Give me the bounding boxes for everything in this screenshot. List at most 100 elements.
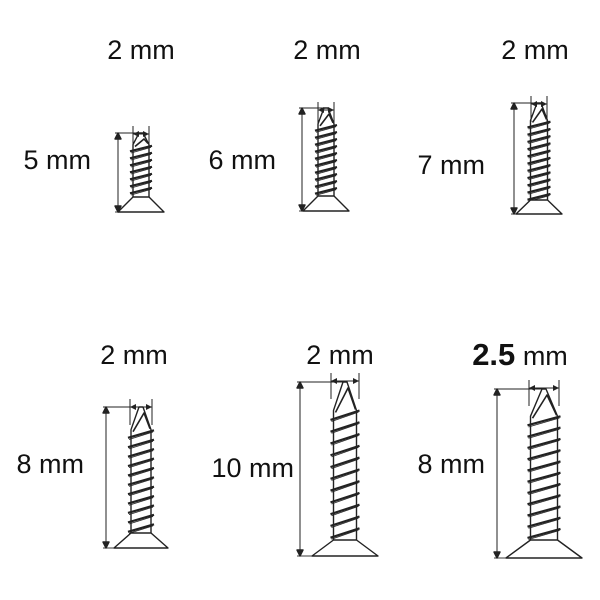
screw-3-thread-edge	[528, 166, 550, 173]
screw-6-thread	[527, 449, 561, 461]
screw-5-shank	[332, 381, 358, 540]
screw-6-thread	[527, 494, 561, 506]
screw-6-diameter-arrow-left	[529, 385, 535, 391]
screw-3-thread-edge	[528, 180, 550, 188]
screw-3-tip-thread	[531, 108, 548, 123]
screw-2-thread	[314, 131, 338, 139]
screw-5-diameter-arrow-right	[353, 378, 359, 384]
screw-5-thread	[330, 515, 360, 527]
screw-5-thread-edge	[331, 435, 359, 446]
screw-1-thread	[129, 144, 153, 153]
screw-4-thread-edge	[128, 487, 154, 497]
screw-2-thread-edge	[315, 182, 337, 189]
screw-2-tip-thread	[319, 113, 334, 127]
screw-4-thread	[127, 438, 155, 449]
screw-2-thread	[314, 173, 338, 181]
screw-5-thread-edge	[331, 482, 359, 493]
screw-4-length-label: 8 mm	[16, 449, 84, 479]
screw-5-length-arrow-top	[296, 381, 304, 389]
screw-3-thread	[527, 149, 551, 158]
screw-5-thread	[330, 433, 360, 445]
screw-3-thread	[527, 156, 551, 165]
screw-4-thread	[127, 466, 155, 477]
screw-1-thread-edge	[130, 188, 152, 196]
screw-6-tip-thread	[531, 394, 558, 419]
screw-4-length-arrow-bottom	[102, 541, 110, 549]
screw-4-thread	[127, 429, 155, 439]
screw-5-thread-edge	[331, 411, 359, 422]
screw-3-thread	[527, 171, 551, 180]
screw-4-thread	[127, 448, 155, 458]
screw-4-length-arrow-top	[102, 406, 110, 414]
screw-5-thread-edge	[331, 470, 359, 481]
screw-3-thread	[527, 178, 551, 187]
screw-3-head	[515, 199, 563, 215]
screw-5-head	[311, 539, 379, 557]
screw-2-thread-edge	[315, 189, 337, 196]
screw-1-length-label: 5 mm	[23, 145, 91, 175]
screw-1-thread	[129, 151, 153, 160]
screw-1-diameter-arrow-right	[143, 131, 149, 137]
screw-6-length-arrow-top	[493, 388, 501, 396]
screw-6-diameter-arrow-right	[553, 385, 559, 391]
screw-3-thread-edge	[528, 137, 550, 144]
screw-6-thread	[527, 471, 561, 483]
screw-1-head	[117, 196, 165, 213]
screw-3-thread	[527, 127, 551, 136]
screw-3-diameter-label: 2 mm	[501, 35, 569, 65]
screw-2-thread-edge	[315, 140, 337, 147]
screw-5-thread-edge	[331, 517, 359, 528]
screw-4-thread-edge	[128, 506, 154, 515]
screw-5-thread-edge	[331, 505, 359, 517]
screw-6-length-label: 8 mm	[417, 449, 485, 479]
screw-6-thread	[527, 460, 561, 472]
screw-6-thread	[527, 482, 561, 494]
screw-4-thread	[127, 504, 155, 515]
screw-4-thread-edge	[128, 440, 154, 450]
screw-2-diameter-arrow-right	[328, 107, 334, 113]
screw-1-thread	[129, 172, 153, 181]
screw-6-thread-edge	[528, 451, 560, 462]
screw-5-thread	[330, 421, 360, 433]
screw-1-thread-edge	[130, 181, 152, 189]
screw-2-length-label: 6 mm	[208, 145, 276, 175]
screw-6-thread-edge	[528, 473, 560, 484]
screw-2-thread	[314, 187, 338, 195]
screw-1-diameter-label: 2 mm	[107, 35, 175, 65]
screw-6-thread	[527, 505, 561, 517]
screw-3-thread-edge	[528, 187, 550, 195]
screw-5-diameter-arrow-left	[331, 378, 337, 384]
screw-6-length-arrow-bottom	[493, 551, 501, 559]
screw-2-thread	[314, 159, 338, 167]
screw-2-thread-edge	[315, 161, 337, 168]
screw-3-thread-edge	[528, 144, 550, 152]
screw-2-thread	[314, 166, 338, 174]
screw-1-thread	[129, 158, 153, 167]
screw-5-length-label: 10 mm	[211, 453, 294, 483]
screw-1-diameter-arrow-left	[133, 131, 139, 137]
screw-6-thread-edge	[528, 518, 560, 529]
screw-5-thread	[330, 456, 360, 469]
screw-3-diameter-arrow-right	[541, 101, 547, 107]
screw-4-thread	[127, 495, 155, 505]
screw-1-length-arrow-top	[114, 132, 122, 140]
screw-2-head	[302, 195, 350, 212]
screw-3-length-arrow-bottom	[510, 207, 518, 215]
screw-5-thread	[330, 444, 360, 457]
screw-6-thread-edge	[528, 462, 560, 473]
screw-5-thread	[330, 480, 360, 492]
screw-2-thread	[314, 152, 338, 160]
screw-6-thread-edge	[528, 496, 560, 507]
screw-5-thread	[330, 409, 360, 421]
screw-4-thread-edge	[128, 450, 154, 459]
screw-6	[493, 380, 583, 559]
screw-6-thread	[527, 437, 561, 449]
screw-1-thread-edge	[130, 174, 152, 182]
screw-2-thread-edge	[315, 147, 337, 154]
screw-4-thread	[127, 485, 155, 496]
screw-3-thread-edge	[528, 122, 550, 130]
screw-3-length-label: 7 mm	[417, 150, 485, 180]
screw-2-diameter-arrow-left	[318, 107, 324, 113]
screw-4-thread-edge	[128, 478, 154, 487]
